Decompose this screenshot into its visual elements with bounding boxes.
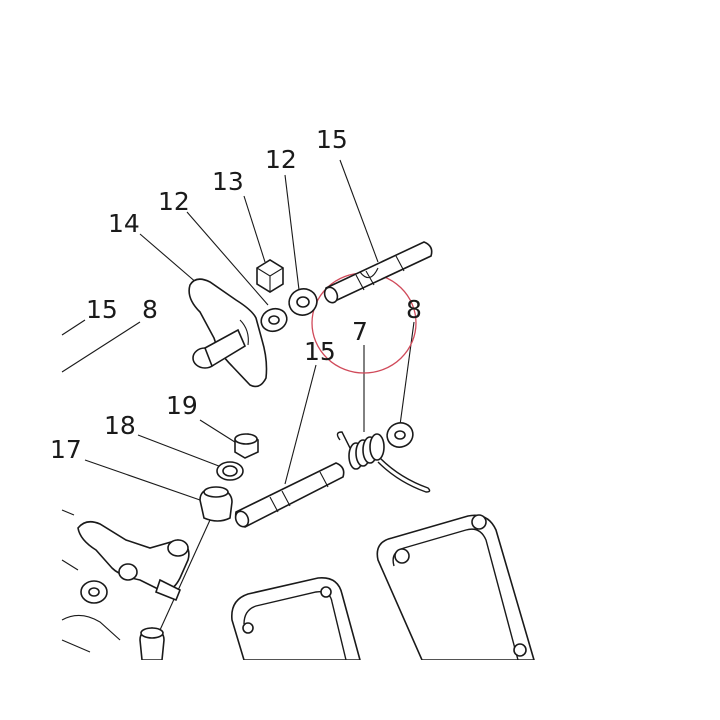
label-19: 19 — [166, 391, 198, 420]
leader-lines — [61, 159, 415, 631]
leader-19 — [199, 419, 239, 445]
lower-lever — [77, 520, 190, 602]
crop-mask-left — [0, 0, 60, 720]
upper-shaft — [323, 241, 433, 304]
leader-18 — [137, 434, 225, 469]
washer-12-left — [260, 307, 288, 333]
label-12-top: 12 — [265, 145, 297, 174]
spring-7 — [336, 431, 431, 493]
sleeve-17 — [199, 486, 233, 522]
leader-13 — [243, 195, 266, 263]
label-15-left: 15 — [86, 295, 118, 324]
washer-12-right — [288, 288, 318, 316]
crop-mask-bottom — [0, 660, 720, 720]
bushing-13 — [256, 259, 284, 293]
callout-labels: 15 12 13 12 14 15 8 7 15 8 19 18 17 — [50, 125, 422, 464]
label-13: 13 — [212, 167, 244, 196]
leader-8-left — [61, 321, 141, 373]
leader-12-left — [186, 211, 269, 306]
label-17: 17 — [50, 435, 82, 464]
label-8-left: 8 — [142, 295, 158, 324]
label-8-right: 8 — [406, 295, 422, 324]
leader-bottom — [159, 519, 211, 631]
leader-17 — [84, 459, 201, 501]
label-15-top: 15 — [316, 125, 348, 154]
oring-18 — [216, 461, 244, 481]
label-7: 7 — [352, 317, 368, 346]
washer-lower — [80, 580, 108, 604]
bushing-19 — [234, 433, 259, 459]
lever-14 — [188, 278, 268, 388]
washer-8 — [386, 422, 414, 448]
leader-12-top — [284, 174, 301, 299]
leader-15-top — [339, 159, 379, 263]
leader-8-right — [399, 321, 415, 426]
gasket-left — [231, 577, 362, 661]
label-15-mid: 15 — [304, 337, 336, 366]
leader-15-mid — [284, 364, 317, 485]
gasket-right — [376, 514, 536, 661]
mid-shaft — [234, 462, 345, 528]
leader-15-left — [61, 319, 86, 336]
label-12-left: 12 — [158, 187, 190, 216]
left-fragments — [61, 509, 121, 653]
label-14: 14 — [108, 209, 140, 238]
label-18: 18 — [104, 411, 136, 440]
bushing-bottom — [139, 627, 165, 661]
